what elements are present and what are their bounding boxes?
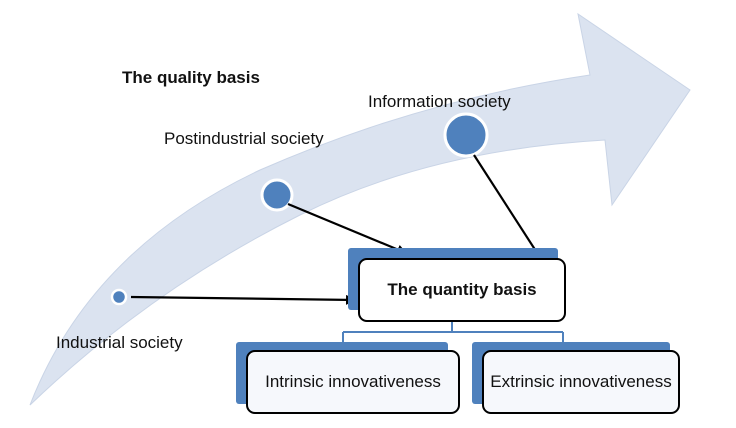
- quality-basis-label: The quality basis: [122, 68, 260, 87]
- postindustrial-society-label: Postindustrial society: [164, 129, 324, 148]
- information-society-label: Information society: [368, 92, 511, 111]
- tree-connector: [342, 320, 564, 342]
- postindustrial-society-node: [260, 178, 294, 212]
- intrinsic-innovativeness-box: Intrinsic innovativeness: [246, 350, 460, 414]
- industrial-arrow: [130, 294, 356, 305]
- quantity-basis-box: The quantity basis: [358, 258, 566, 322]
- information-society-node: [443, 112, 489, 158]
- information-arrow: [473, 154, 544, 263]
- industrial-society-node: [110, 288, 128, 306]
- progress-arrow: [29, 12, 691, 406]
- extrinsic-innovativeness-box: Extrinsic innovativeness: [482, 350, 680, 414]
- postindustrial-arrow: [287, 202, 407, 255]
- industrial-society-label: Industrial society: [56, 333, 183, 352]
